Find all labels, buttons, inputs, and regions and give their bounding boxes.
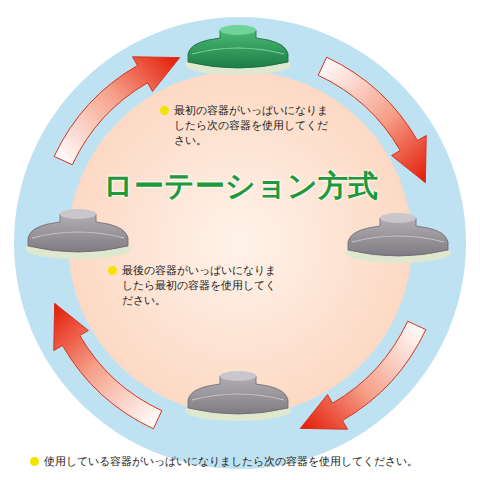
usage-note-text: 最初の容器がいっぱいになりましたら次の容器を使用してください。 — [174, 104, 328, 147]
gray-container — [25, 209, 131, 259]
usage-note: 最後の容器がいっぱいになりましたら最初の容器を使用してください。 — [108, 264, 280, 309]
bullet-dot — [108, 266, 117, 275]
usage-note-text: 使用している容器がいっぱいになりましたら次の容器を使用してください。 — [44, 455, 418, 468]
green-container — [185, 25, 291, 75]
usage-note: 最初の容器がいっぱいになりましたら次の容器を使用してください。 — [160, 104, 332, 149]
bullet-dot — [160, 106, 169, 115]
bullet-dot — [30, 457, 39, 466]
gray-container — [185, 371, 291, 421]
diagram-title: ローテーション方式 — [103, 166, 378, 207]
usage-note-text: 最後の容器がいっぱいになりましたら最初の容器を使用してください。 — [122, 264, 276, 307]
gray-container — [345, 213, 451, 263]
diagram-title-text: ローテーション方式 — [103, 168, 378, 203]
usage-note: 使用している容器がいっぱいになりましたら次の容器を使用してください。 — [30, 455, 480, 470]
